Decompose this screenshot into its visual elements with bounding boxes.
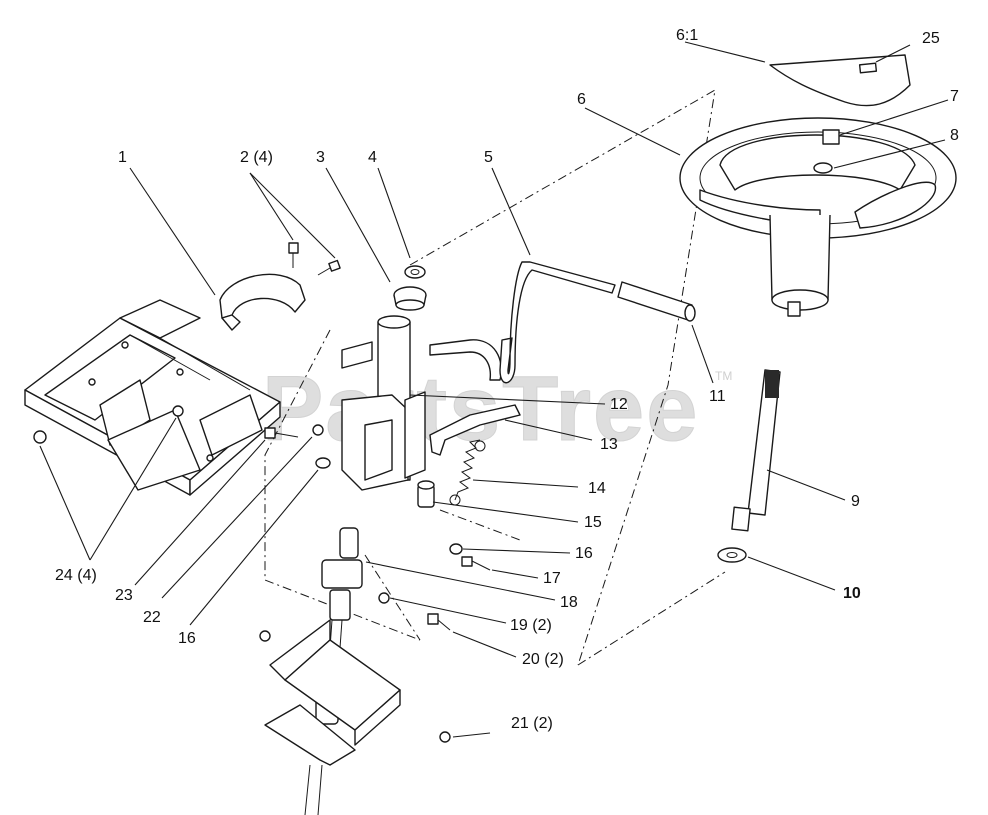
rod-part (499, 261, 616, 384)
callout-4: 4 (368, 149, 377, 166)
washer-part-10 (717, 547, 747, 563)
callout-8: 8 (950, 127, 959, 144)
lower-mount-bracket (259, 619, 451, 815)
watermark: PartsTree (262, 358, 699, 460)
callout-1: 1 (118, 149, 127, 166)
callout-7: 7 (950, 88, 959, 105)
sleeve-part (617, 281, 696, 322)
callout-2: 2 (4) (240, 149, 273, 166)
callout-15: 15 (584, 514, 602, 531)
callout-14: 14 (588, 480, 606, 497)
frame-bracket-part (24, 299, 281, 496)
bracket-part-13 (429, 404, 521, 456)
clamp-bolts (288, 242, 341, 276)
spacer-part (417, 480, 435, 508)
callout-20: 20 (2) (522, 651, 564, 668)
leader-lines (39, 41, 949, 738)
steering-column-part (341, 315, 502, 491)
nut-bolt-19-20 (378, 592, 451, 631)
watermark-trademark: TM (715, 369, 732, 383)
callout-18: 18 (560, 594, 578, 611)
wheel-nut-washer (813, 129, 840, 174)
steering-shaft-part (731, 369, 781, 532)
callout-16-right: 16 (575, 545, 593, 562)
callout-24: 24 (4) (55, 567, 97, 584)
nut-parts (33, 405, 184, 444)
callout-23: 23 (115, 587, 133, 604)
callout-labels: 1 2 (4) 3 4 5 6 6:1 25 7 8 9 10 11 12 13… (55, 27, 959, 732)
callout-3: 3 (316, 149, 325, 166)
clamp-bracket-part (219, 273, 306, 331)
bolt-washer-left (264, 424, 331, 469)
washer-bolt-right (449, 543, 491, 571)
callout-19: 19 (2) (510, 617, 552, 634)
callout-25: 25 (922, 30, 940, 47)
callout-11: 11 (709, 388, 726, 405)
bushing-part (393, 286, 427, 311)
callout-9: 9 (851, 493, 860, 510)
callout-12: 12 (610, 396, 628, 413)
callout-22: 22 (143, 609, 161, 626)
callout-5: 5 (484, 149, 493, 166)
steering-cap-part (769, 54, 911, 107)
callout-6-1: 6:1 (676, 27, 698, 44)
callout-10: 10 (843, 585, 861, 602)
steering-wheel-part (679, 117, 957, 317)
spring-part (449, 439, 486, 506)
callout-21: 21 (2) (511, 715, 553, 732)
callout-17: 17 (543, 570, 561, 587)
washer-part-4 (404, 265, 426, 279)
callout-6: 6 (577, 91, 586, 108)
callout-13: 13 (600, 436, 618, 453)
callout-16-left: 16 (178, 630, 196, 647)
